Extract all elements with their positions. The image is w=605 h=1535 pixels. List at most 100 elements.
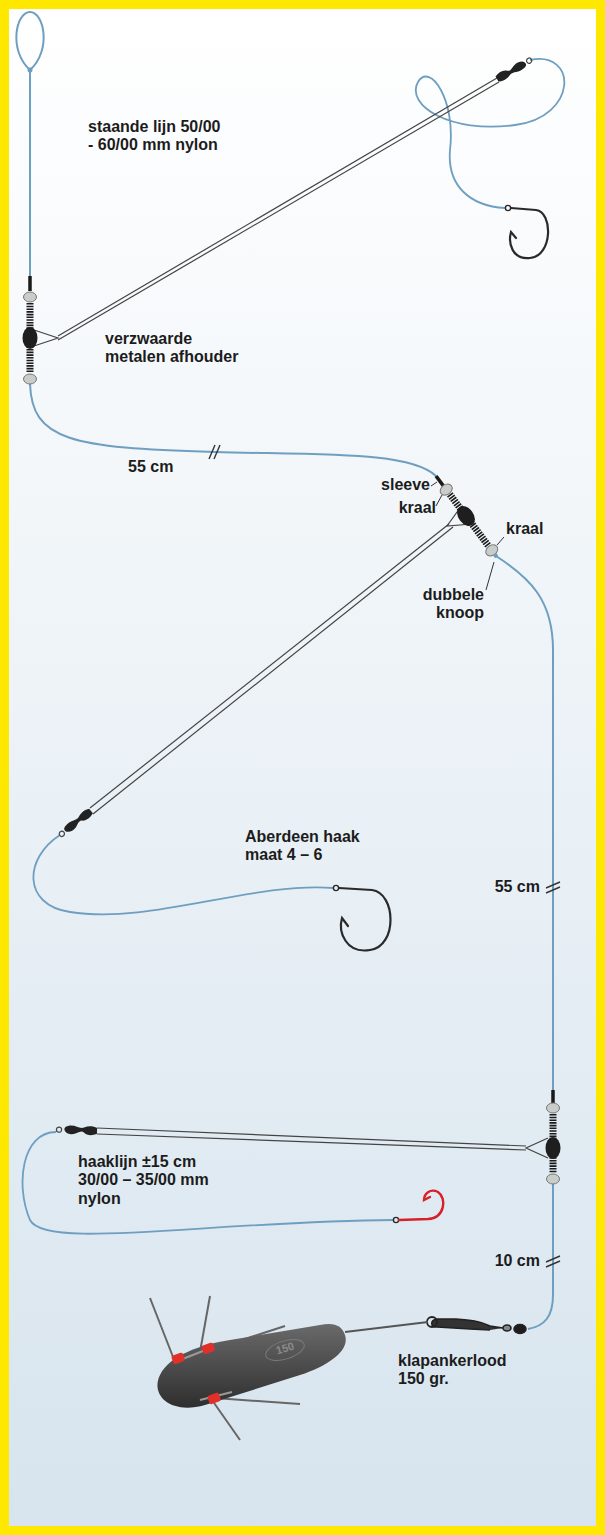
boom-end-weight — [495, 59, 528, 83]
dimension-tick — [209, 445, 215, 459]
knot — [28, 68, 33, 73]
hook-line — [23, 1132, 393, 1234]
boom-wire — [34, 330, 58, 346]
dimension-tick — [546, 887, 560, 893]
leader-line — [486, 562, 494, 590]
bead — [547, 1174, 560, 1184]
part-label: sleeve — [372, 476, 430, 494]
leader-line — [497, 537, 504, 545]
sleeve — [30, 276, 31, 291]
hook-line — [416, 59, 565, 208]
bead — [547, 1103, 560, 1113]
grip-lead — [201, 1342, 215, 1355]
aberdeen-hook — [339, 888, 391, 950]
boom-wire — [90, 524, 449, 808]
sleeve — [553, 1090, 554, 1103]
swivel-boom — [453, 503, 478, 530]
boom-wire — [58, 78, 497, 336]
boom-weight — [546, 1137, 561, 1159]
sleeve — [28, 276, 32, 291]
leader-line — [431, 482, 437, 486]
part-label: Aberdeen haak maat 4 – 6 — [245, 828, 383, 865]
snap-swivel — [503, 1325, 511, 1331]
main-line — [496, 556, 553, 1090]
part-label: kraal — [506, 520, 558, 538]
bead — [547, 1103, 560, 1184]
swivel-boom — [436, 476, 443, 486]
sleeve — [551, 1090, 555, 1103]
dimension-tick — [209, 445, 560, 1267]
aberdeen-hook — [505, 205, 510, 210]
snap-swivel — [514, 1325, 526, 1334]
bead — [24, 292, 37, 384]
boom-wire — [93, 527, 453, 814]
dimension-tick — [546, 882, 560, 888]
main-line — [16, 12, 43, 70]
dimension-tick — [214, 445, 220, 459]
boom-wire — [90, 508, 472, 814]
grip-lead — [150, 1296, 428, 1440]
line-spec-label: staande lijn 50/00 - 60/00 mm nylon — [88, 118, 228, 155]
boom-wire — [34, 78, 499, 346]
part-label: klapankerlood 150 gr. — [398, 1352, 526, 1389]
knot — [28, 68, 33, 73]
boom-weight — [23, 327, 38, 349]
grip-lead — [263, 1336, 307, 1365]
boom-end-weight — [56, 1125, 97, 1135]
swivel-boom — [430, 472, 503, 562]
grip-lead — [157, 1324, 345, 1408]
boom-end-weight — [58, 830, 65, 837]
main-line — [30, 384, 436, 476]
dimension-label: 10 cm — [470, 1252, 540, 1270]
main-line — [16, 12, 553, 1329]
boom-weight — [23, 327, 38, 349]
snap-swivel — [427, 1317, 437, 1327]
part-label: dubbele knoop — [400, 586, 484, 623]
swivel-boom — [493, 553, 499, 559]
boom-wire — [97, 1134, 526, 1150]
aberdeen-hook — [333, 205, 548, 950]
grip-lead — [207, 1392, 221, 1405]
swivel-boom — [438, 482, 454, 498]
dimension-label: 55 cm — [470, 878, 540, 896]
part-label: verzwaarde metalen afhouder — [105, 330, 253, 367]
bead — [24, 374, 37, 384]
weight-marking: 150 — [264, 1336, 306, 1360]
grip-lead — [150, 1298, 175, 1362]
hook-line — [23, 59, 565, 1234]
dimension-label: 55 cm — [128, 458, 188, 476]
boom-end-weight — [495, 56, 534, 83]
frame — [9, 9, 596, 1526]
grip-lead — [171, 1352, 185, 1365]
red-hook — [399, 1191, 443, 1220]
aberdeen-hook — [333, 885, 338, 890]
boom-end-weight — [57, 807, 94, 838]
dimension-tick — [546, 1261, 560, 1267]
line-spec-label: haaklijn ±15 cm 30/00 – 35/00 mm nylon — [78, 1153, 223, 1208]
bead — [24, 292, 37, 302]
snap-swivel — [432, 1319, 503, 1330]
boom-end-weight — [64, 1125, 97, 1135]
snap-swivel — [427, 1317, 526, 1334]
boom-end-weight — [56, 1127, 61, 1132]
leader-line — [431, 482, 504, 590]
boom-end-weight — [526, 57, 533, 64]
dimension-tick — [546, 1256, 560, 1262]
grip-lead — [345, 1322, 428, 1332]
boom-wire — [526, 1138, 548, 1158]
part-label: kraal — [386, 499, 436, 517]
grip-lead — [212, 1400, 240, 1440]
grip-lead — [215, 1398, 300, 1404]
main-line — [29, 70, 31, 276]
swivel-boom — [450, 494, 489, 546]
aberdeen-hook — [510, 208, 548, 258]
red-hook — [393, 1191, 443, 1223]
boom-weight — [546, 1137, 561, 1159]
boom-wire — [58, 82, 499, 340]
leader-line — [436, 495, 442, 506]
boom-end-weight — [63, 807, 94, 834]
